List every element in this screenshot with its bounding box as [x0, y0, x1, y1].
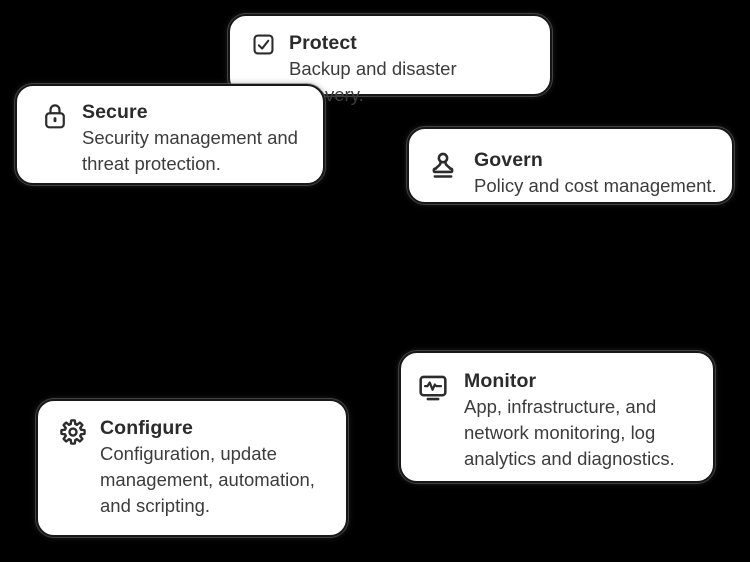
card-description: Security management and threat protectio… — [82, 127, 298, 174]
card-monitor[interactable]: Monitor App, infrastructure, and network… — [399, 351, 715, 483]
lock-icon — [41, 101, 69, 131]
card-text-block: Protect Backup and disaster recovery. — [289, 30, 536, 108]
card-text-block: Secure Security management and threat pr… — [82, 99, 309, 177]
card-title: Protect — [289, 32, 357, 54]
card-description: Configuration, update management, automa… — [100, 443, 315, 516]
card-text-block: Monitor App, infrastructure, and network… — [464, 368, 701, 472]
card-text-block: Govern Policy and cost management. — [474, 147, 720, 199]
card-secure[interactable]: Secure Security management and threat pr… — [15, 84, 325, 185]
card-title: Configure — [100, 417, 193, 439]
card-title: Govern — [474, 149, 543, 171]
gear-icon — [58, 417, 88, 447]
card-description: Backup and disaster recovery. — [289, 58, 457, 105]
card-title: Secure — [82, 101, 148, 123]
checkbox-check-icon — [251, 32, 276, 57]
card-govern[interactable]: Govern Policy and cost management. — [407, 127, 734, 204]
monitor-pulse-icon — [416, 370, 450, 404]
card-description: App, infrastructure, and network monitor… — [464, 396, 675, 469]
card-text-block: Configure Configuration, update manageme… — [100, 415, 332, 519]
card-description: Policy and cost management. — [474, 175, 717, 196]
card-title: Monitor — [464, 370, 537, 392]
card-configure[interactable]: Configure Configuration, update manageme… — [36, 399, 348, 537]
stamp-icon — [426, 149, 460, 183]
